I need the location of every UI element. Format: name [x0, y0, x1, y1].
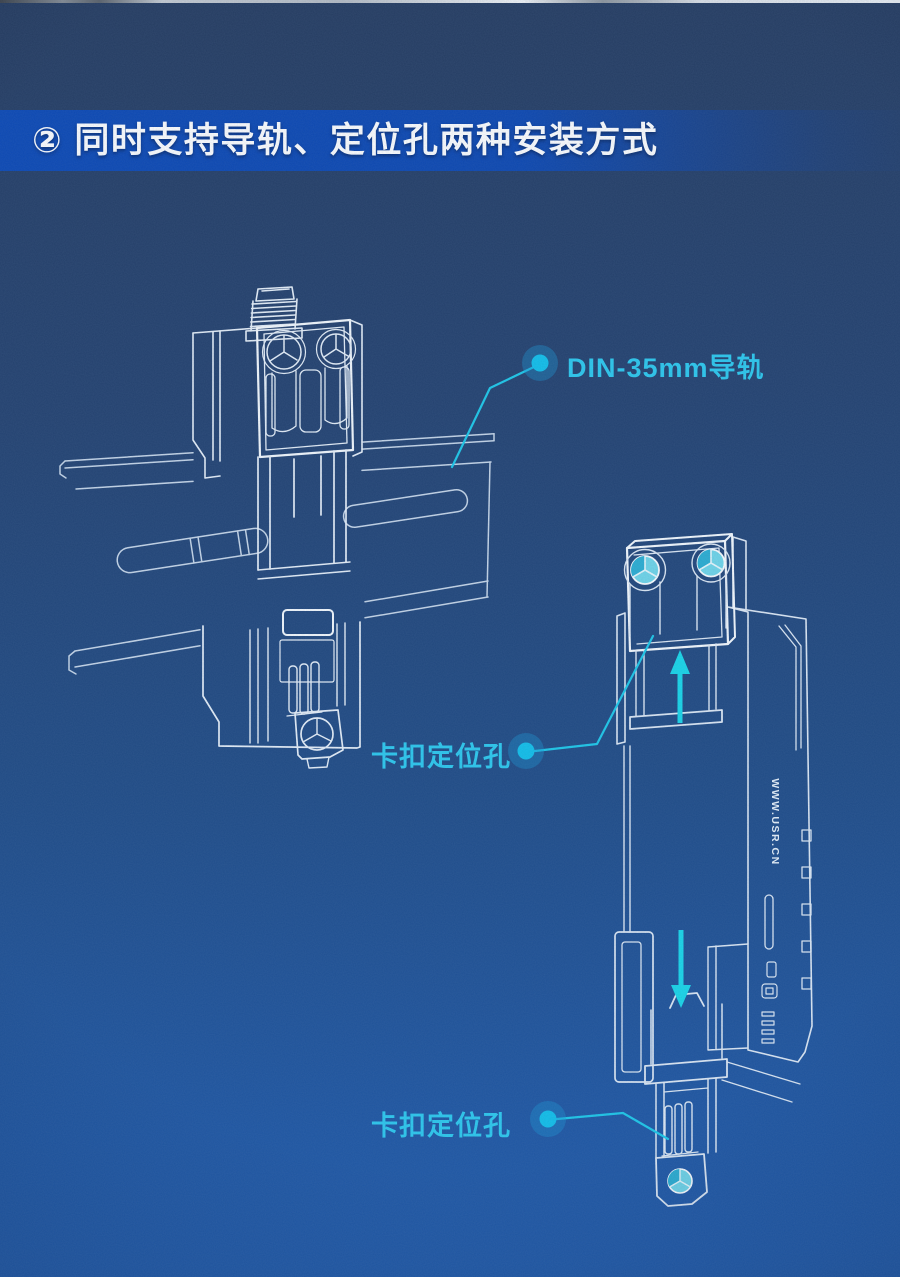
positioning-screw-top-right: [696, 548, 726, 578]
device-on-rail-drawing: [192, 286, 363, 769]
leader-line-din-rail: [450, 364, 538, 469]
down-arrow-icon: [671, 930, 691, 1008]
rail-mount-screws: [261, 328, 357, 375]
positioning-screw-bottom: [667, 1168, 693, 1194]
section-title: ② 同时支持导轨、定位孔两种安装方式: [32, 121, 659, 160]
rail-clip-drawing: [202, 609, 361, 769]
callout-label-snap-hole-top: 卡扣定位孔: [371, 742, 511, 772]
positioning-screw-top-left: [630, 555, 660, 585]
callout-dot-din-rail: [522, 345, 558, 381]
certification-icons: [761, 961, 778, 1044]
callout-dot-snap-hole-bottom: [530, 1101, 566, 1137]
din-rail-drawing: [59, 432, 495, 675]
vertical-device-drawing: WWW.USR.CN: [614, 533, 813, 1207]
callout-label-din-rail: DIN-35mm导轨: [567, 353, 765, 383]
device-side-text: WWW.USR.CN: [769, 778, 781, 865]
top-edge-strip: [0, 0, 900, 3]
leader-line-snap-hole-bottom: [555, 1111, 670, 1141]
callout-dot-snap-hole-top: [508, 733, 544, 769]
section-banner: ② 同时支持导轨、定位孔两种安装方式: [0, 110, 900, 171]
callout-label-snap-hole-bottom: 卡扣定位孔: [371, 1111, 511, 1141]
